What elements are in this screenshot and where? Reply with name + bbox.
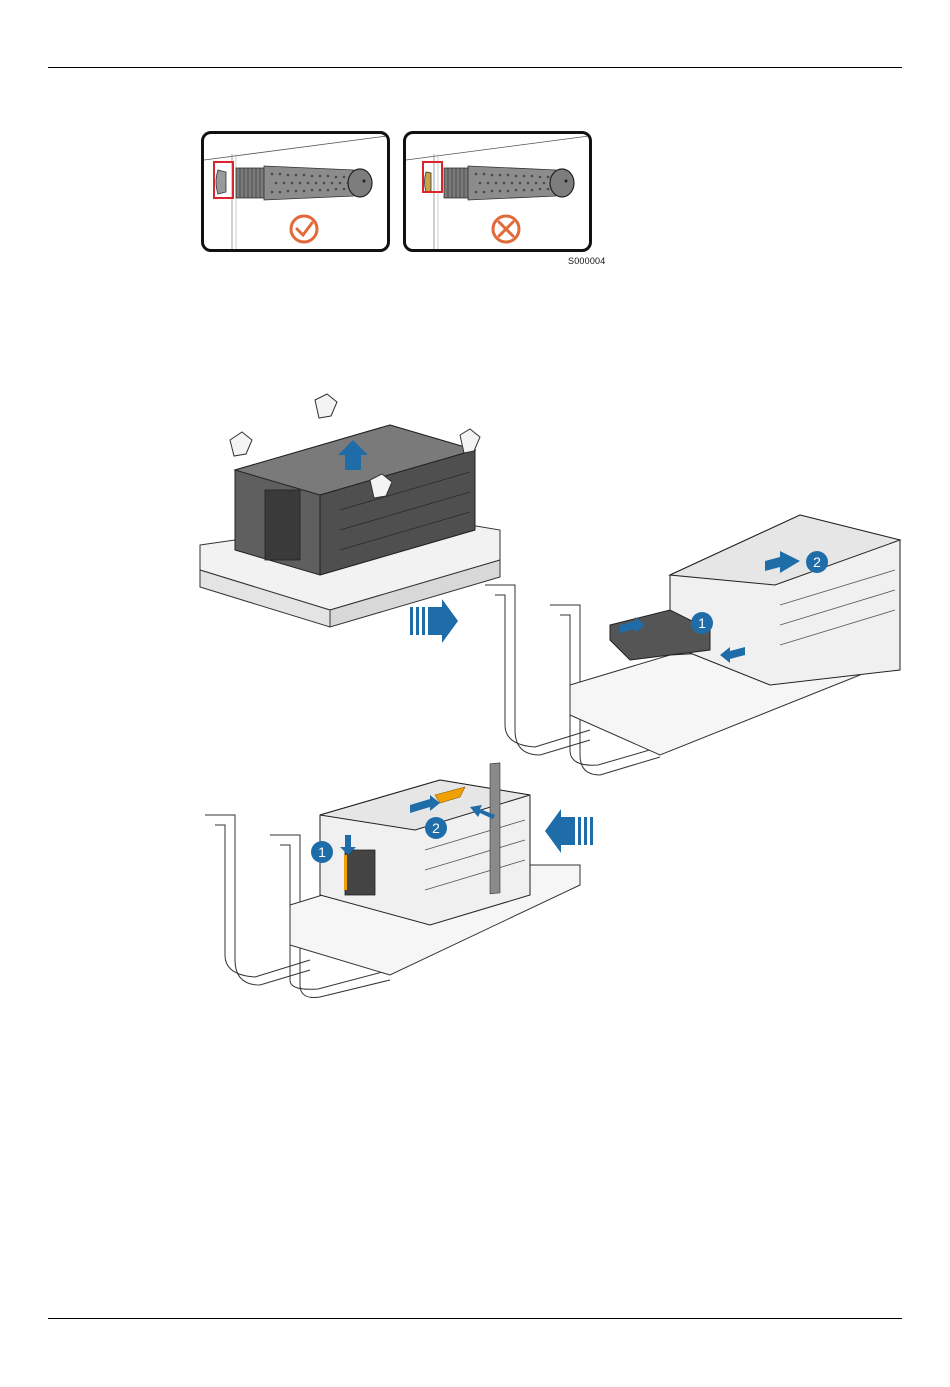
step-1-badge-lower: 1: [311, 841, 333, 863]
footer-rule: [48, 1318, 902, 1319]
left-arrow-icon: [545, 809, 593, 853]
right-arrow-icon: [410, 599, 458, 643]
incorrect-installation-panel: [403, 131, 592, 252]
svg-text:2: 2: [432, 820, 440, 836]
svg-text:2: 2: [813, 554, 821, 570]
correct-handle-illustration: [204, 134, 387, 249]
step-2-badge-lower: 2: [425, 817, 447, 839]
rack-secure-scene: 1 2: [205, 763, 580, 998]
step-2-badge: 2: [806, 551, 828, 573]
rack-slide-scene: 1 2: [485, 515, 900, 775]
chassis-installation-illustration: 1 2: [190, 385, 910, 1005]
svg-text:1: 1: [318, 844, 326, 860]
check-circle-icon: [291, 216, 317, 242]
pallet-unpack-scene: [200, 394, 500, 627]
step-1-badge: 1: [691, 612, 713, 634]
figure-code: S000004: [568, 256, 605, 266]
correct-installation-panel: [201, 131, 390, 252]
svg-text:1: 1: [698, 615, 706, 631]
cross-circle-icon: [493, 216, 519, 242]
header-rule: [48, 67, 902, 68]
incorrect-handle-illustration: [406, 134, 589, 249]
